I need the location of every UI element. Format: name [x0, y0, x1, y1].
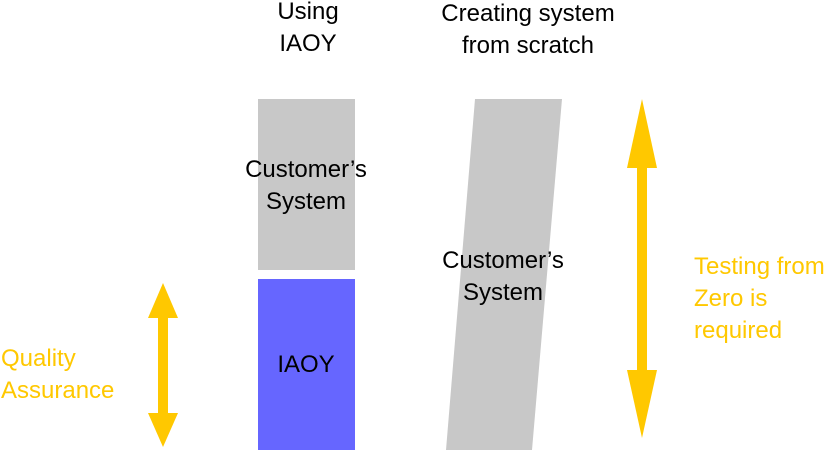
customers-system-label-iaoy: Customer’s System [245, 156, 367, 215]
iaoy-block [258, 279, 355, 450]
iaoy-block-label: IAOY [277, 351, 335, 378]
quality-assurance-arrow-icon [148, 283, 178, 447]
customers-system-block-iaoy [258, 99, 355, 270]
heading-creating-from-scratch: Creating system from scratch [441, 0, 615, 59]
testing-from-zero-arrow-icon [627, 99, 657, 438]
customers-system-block-scratch [446, 99, 562, 450]
quality-assurance-label: Quality Assurance [1, 345, 115, 404]
heading-using-iaoy: Using IAOY [277, 0, 339, 57]
customers-system-label-scratch: Customer’s System [442, 247, 564, 306]
testing-from-zero-label: Testing from Zero is required [694, 253, 825, 344]
